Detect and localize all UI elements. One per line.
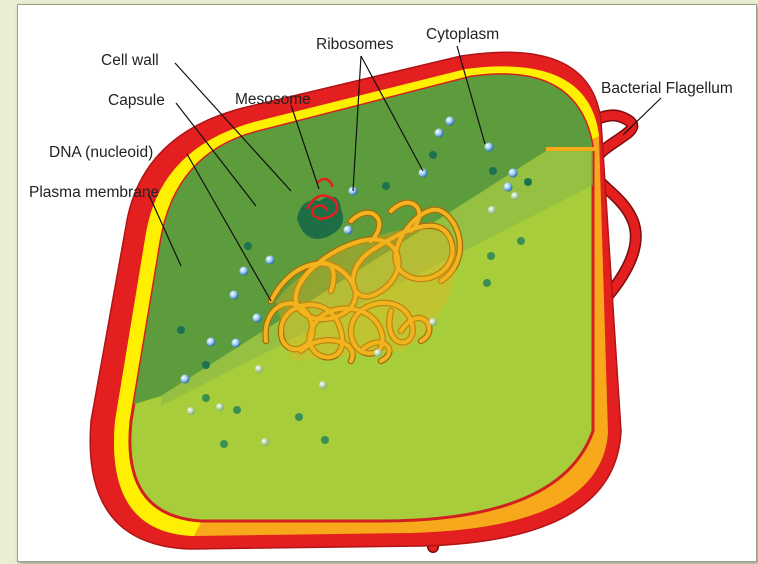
label-ribosomes: Ribosomes: [316, 36, 394, 53]
label-bacterial-flagellum: Bacterial Flagellum: [601, 80, 733, 97]
label-plasma-membrane: Plasma membrane: [29, 184, 159, 201]
label-mesosome: Mesosome: [235, 91, 311, 108]
label-dna-nucleoid: DNA (nucleoid): [49, 144, 153, 161]
label-cell-wall: Cell wall: [101, 52, 159, 69]
bacterial-cell-diagram: Cell wall Ribosomes Cytoplasm Bacterial …: [18, 5, 756, 561]
diagram-panel: Cell wall Ribosomes Cytoplasm Bacterial …: [17, 4, 757, 562]
label-capsule: Capsule: [108, 92, 165, 109]
label-cytoplasm: Cytoplasm: [426, 26, 499, 43]
